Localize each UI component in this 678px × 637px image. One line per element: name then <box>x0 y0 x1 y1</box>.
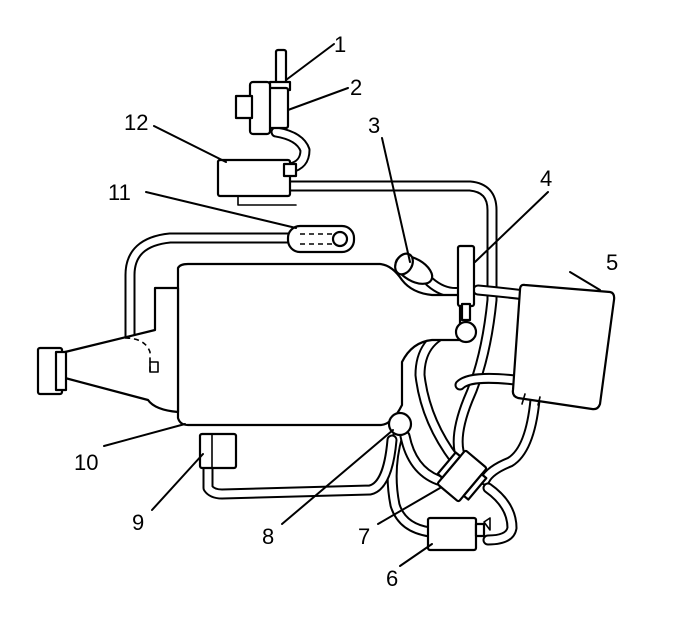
component-6-body <box>426 516 478 552</box>
leader-4 <box>474 191 549 263</box>
callout-labels: 1 2 3 4 5 6 7 8 9 10 11 12 <box>74 32 618 591</box>
callout-11: 11 <box>108 180 131 205</box>
component-9-solenoid <box>198 432 238 470</box>
component-8-body <box>387 411 413 437</box>
leader-2 <box>287 87 349 111</box>
component-6-valve <box>426 516 491 552</box>
component-5-canister <box>511 283 616 411</box>
throttle-body <box>63 286 180 414</box>
component-8-valve <box>387 411 413 437</box>
callout-5: 5 <box>606 250 618 275</box>
component-4-body <box>456 244 476 308</box>
leader-6 <box>399 543 433 567</box>
component-12-module <box>216 158 298 206</box>
leader-10 <box>103 423 186 447</box>
hidden-actuator <box>124 337 151 372</box>
component-9-body <box>198 432 238 470</box>
component-1-nipple <box>274 48 288 86</box>
callout-7: 7 <box>358 524 370 549</box>
leader-lines <box>103 43 601 567</box>
leader-5 <box>569 271 601 291</box>
leader-11 <box>145 191 297 229</box>
engine-intake-assembly <box>36 262 462 427</box>
component-11-canister <box>286 224 356 254</box>
component-4-sensor <box>454 244 478 344</box>
callout-8: 8 <box>262 524 274 549</box>
callout-1: 1 <box>334 32 346 57</box>
intake-plenum <box>176 262 462 427</box>
leader-7 <box>377 487 441 525</box>
callout-3: 3 <box>368 113 380 138</box>
callout-6: 6 <box>386 566 398 591</box>
callout-4: 4 <box>540 166 552 191</box>
valve-near-4 <box>454 320 478 344</box>
callout-9: 9 <box>132 510 144 535</box>
leader-8 <box>281 429 394 525</box>
component-2-sensor <box>234 48 292 136</box>
leader-12 <box>153 125 227 163</box>
component-5-body <box>511 283 616 411</box>
leader-3 <box>381 137 411 263</box>
leader-1 <box>285 43 335 81</box>
leader-9 <box>151 453 204 511</box>
callout-12: 12 <box>124 110 148 135</box>
component-7-solenoid <box>436 449 488 503</box>
callout-10: 10 <box>74 450 98 475</box>
callout-2: 2 <box>350 75 362 100</box>
component-12-body <box>216 158 292 198</box>
component-3-elbow <box>394 252 434 285</box>
